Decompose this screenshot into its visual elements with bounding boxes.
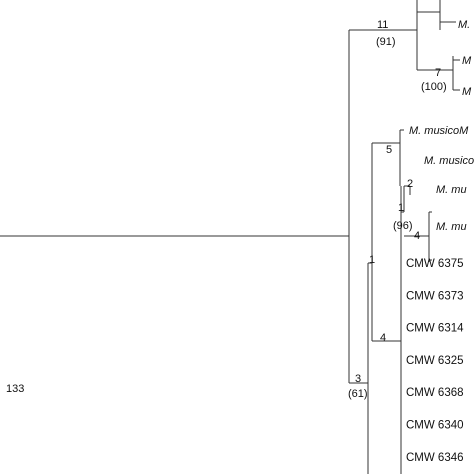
taxon-top-clipped: M. [458, 19, 470, 31]
strain-label: CMW 6340 [406, 420, 464, 432]
node-1-upper-label: 1 [398, 202, 404, 214]
taxon-musico-2: M. musico [424, 155, 474, 167]
taxon-mu-2: M. mu [436, 221, 467, 233]
taxon-musico-1: M. musicoM [409, 125, 469, 137]
node-5-label: 5 [386, 144, 392, 156]
node-4-upper-label: 4 [414, 230, 420, 242]
strain-label: CMW 6325 [406, 355, 464, 367]
node-7-bootstrap: (100) [421, 81, 447, 93]
strain-label: CMW 6375 [406, 258, 464, 270]
node-3-label: 3 [355, 373, 361, 385]
strain-label: CMW 6373 [406, 290, 464, 302]
node-4-lower-label: 4 [380, 332, 386, 344]
taxon-clade7-b: M [462, 86, 472, 98]
node-1-lower-label: 1 [369, 254, 375, 266]
root-branch-length: 133 [6, 383, 24, 395]
taxon-clade7-a: M [462, 55, 472, 67]
strain-label: CMW 6346 [406, 452, 464, 464]
node-1-upper-bootstrap: (96) [393, 220, 413, 232]
node-7-label: 7 [435, 67, 441, 79]
strain-label: CMW 6314 [406, 323, 464, 335]
node-3-bootstrap: (61) [348, 388, 368, 400]
taxon-mu-1: M. mu [436, 184, 467, 196]
node-11-bootstrap: (91) [376, 36, 396, 48]
strain-label: CMW 6368 [406, 387, 464, 399]
node-11-label: 11 [377, 19, 388, 31]
node-2-label: 2 [407, 178, 413, 190]
